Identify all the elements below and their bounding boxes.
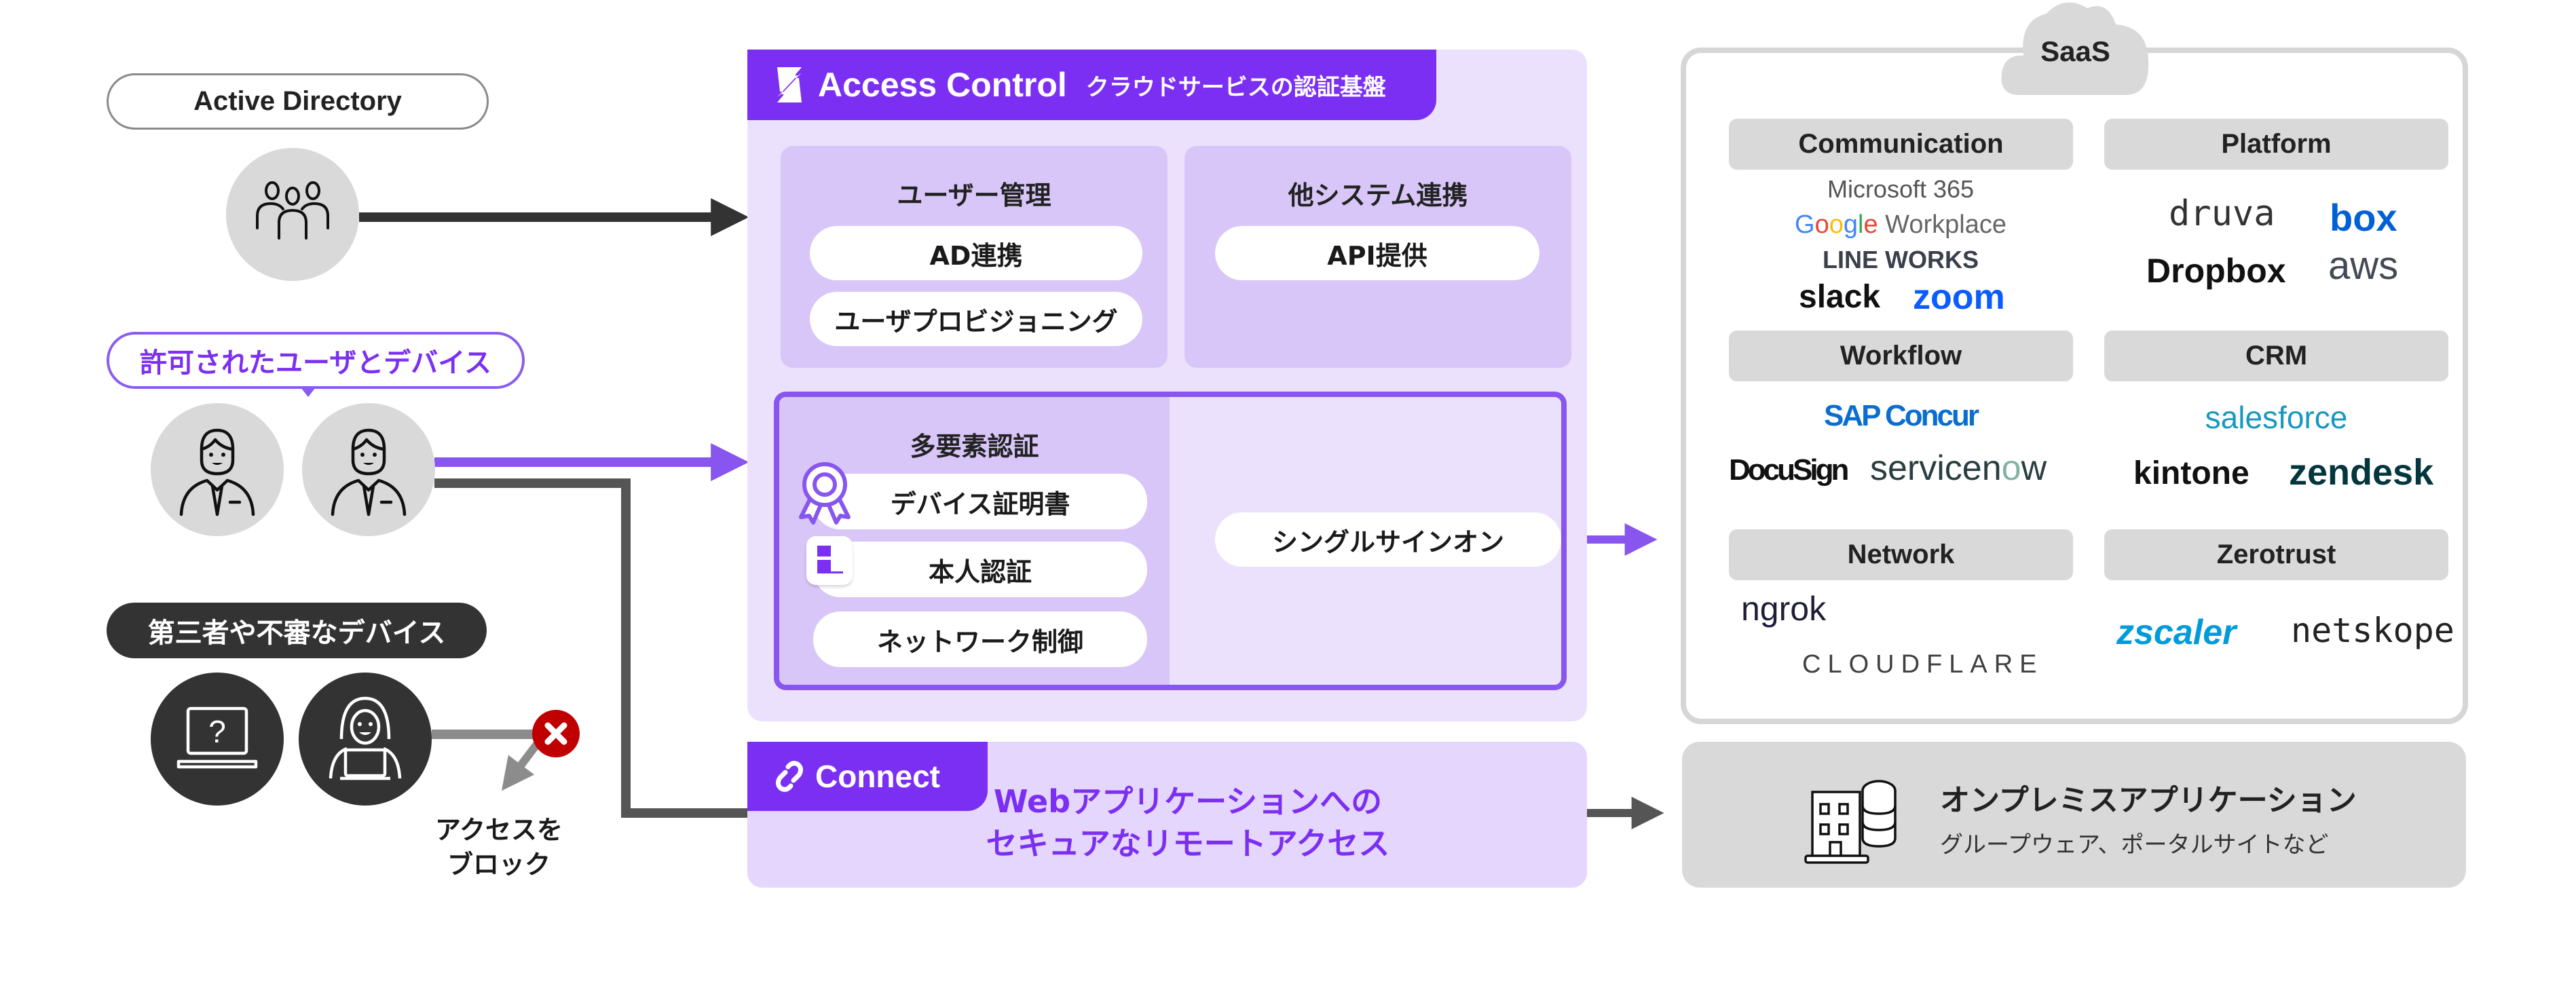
untrusted-devices-label: 第三者や不審なデバイス: [107, 603, 487, 658]
category-label: Platform: [2221, 129, 2332, 159]
logo-box: box: [2330, 196, 2397, 239]
category-platform: Platform: [2104, 119, 2448, 170]
access-control-header: Access Control クラウドサービスの認証基盤: [747, 50, 1436, 120]
mfa-title: 多要素認証: [910, 432, 1039, 461]
logo-zoom: zoom: [1913, 278, 2005, 317]
logo-dropbox: Dropbox: [2146, 252, 2286, 290]
active-directory-text: Active Directory: [193, 86, 402, 116]
category-label: CRM: [2245, 341, 2308, 371]
identity-auth-chip: 本人認証: [813, 542, 1147, 597]
logo-docusign: DocuSign: [1729, 453, 1849, 487]
allowed-users-label: 許可されたユーザとデバイス: [107, 332, 525, 389]
connect-title: Connect: [815, 759, 940, 794]
z-logo-icon: [777, 67, 802, 102]
logo-sap-concur: SAP Concur: [1824, 399, 1979, 432]
system-integration-title: 他システム連携: [1288, 181, 1468, 210]
chip-label: デバイス証明書: [890, 489, 1070, 519]
hacker-avatar: [299, 673, 432, 806]
user-management-card: ユーザー管理 AD連携 ユーザプロビジョニング: [781, 146, 1168, 368]
sso-chip: シングルサインオン: [1215, 512, 1561, 567]
building-database-icon: [1804, 780, 1897, 864]
link-icon: [775, 761, 804, 792]
untrusted-devices-text: 第三者や不審なデバイス: [147, 618, 446, 649]
cloud-icon: [2001, 2, 2149, 95]
connect-desc-line-1: Webアプリケーションへの: [993, 783, 1383, 820]
sso-label: シングルサインオン: [1271, 527, 1504, 557]
connect-desc-line-2: セキュアなリモートアクセス: [986, 825, 1390, 863]
workplace-wordmark: Workplace: [1885, 210, 2006, 239]
device-certificate-chip: デバイス証明書: [813, 474, 1147, 529]
chip-label: ネットワーク制御: [876, 626, 1083, 657]
chip-label: 本人認証: [928, 556, 1032, 587]
block-label-line-2: ブロック: [447, 850, 550, 880]
chip-label: ユーザプロビジョニング: [834, 306, 1118, 337]
category-label: Workflow: [1840, 341, 1962, 371]
system-integration-card: 他システム連携 API提供: [1184, 146, 1571, 368]
unknown-laptop-icon: ?: [176, 706, 258, 769]
svg-text:?: ?: [208, 714, 226, 749]
onprem-text: オンプレミスアプリケーション グループウェア、ポータルサイトなど: [1940, 776, 2357, 859]
logo-line-works: LINE WORKS: [1823, 246, 1979, 273]
user-provisioning-chip: ユーザプロビジョニング: [810, 292, 1142, 346]
identity-app-icon: [806, 536, 853, 585]
onprem-title: オンプレミスアプリケーション: [1940, 783, 2357, 818]
category-workflow: Workflow: [1729, 330, 2073, 381]
logo-slack: slack: [1799, 279, 1881, 315]
access-control-title: Access Control: [818, 66, 1067, 104]
allowed-users-text: 許可されたユーザとデバイス: [140, 347, 491, 379]
logo-google-workplace: Google Workplace: [1731, 210, 2070, 240]
category-crm: CRM: [2104, 330, 2448, 381]
servicenow-accent: o: [2001, 449, 2021, 488]
onprem-panel: オンプレミスアプリケーション グループウェア、ポータルサイトなど: [1682, 742, 2466, 888]
category-communication: Communication: [1729, 119, 2073, 170]
network-control-chip: ネットワーク制御: [813, 611, 1147, 667]
api-chip: API提供: [1215, 226, 1539, 280]
employee-icon: [179, 428, 255, 516]
connect-description: Webアプリケーションへの セキュアなリモートアクセス: [950, 780, 1425, 865]
allowed-user-avatar-2: [302, 403, 435, 536]
blocked-x-icon: [544, 722, 567, 745]
category-label: Zerotrust: [2216, 540, 2336, 569]
logo-servicenow: servicenow: [1870, 449, 2047, 488]
category-label: Network: [1847, 540, 1955, 569]
allowed-user-avatar-1: [151, 403, 284, 536]
logo-netskope: netskope: [2291, 611, 2454, 650]
hacker-icon: [329, 696, 402, 780]
ad-integration-chip: AD連携: [810, 226, 1142, 280]
category-label: Communication: [1798, 129, 2004, 159]
mfa-sso-frame: 多要素認証 デバイス証明書 本人認証 ネットワーク制御 シングルサインオン: [774, 392, 1567, 690]
category-network: Network: [1729, 529, 2073, 580]
certificate-badge-icon: [799, 462, 851, 525]
logo-ngrok: ngrok: [1741, 590, 1827, 628]
speech-pointer: [301, 388, 316, 397]
chip-label: AD連携: [929, 240, 1023, 271]
user-group-icon: [256, 181, 329, 240]
active-directory-label: Active Directory: [107, 73, 489, 130]
logo-zendesk: zendesk: [2289, 452, 2434, 493]
onprem-subtitle: グループウェア、ポータルサイトなど: [1940, 831, 2329, 858]
logo-aws: aws: [2328, 244, 2399, 288]
connect-path-line: [434, 478, 747, 818]
logo-salesforce: salesforce: [2205, 400, 2348, 435]
saas-title: SaaS: [2040, 35, 2110, 67]
category-zerotrust: Zerotrust: [2104, 529, 2448, 580]
active-directory-avatar: [226, 148, 359, 281]
mfa-panel: 多要素認証 デバイス証明書 本人認証 ネットワーク制御: [779, 397, 1170, 685]
block-access-label: アクセスを ブロック: [394, 813, 604, 883]
user-management-title: ユーザー管理: [897, 181, 1051, 210]
chip-label: API提供: [1327, 240, 1427, 271]
access-control-subtitle: クラウドサービスの認証基盤: [1085, 73, 1386, 101]
block-label-line-1: アクセスを: [434, 815, 563, 845]
logo-druva: druva: [2169, 193, 2275, 234]
google-wordmark: Google: [1795, 210, 1878, 239]
logo-cloudflare: CLOUDFLARE: [1802, 650, 2044, 679]
connect-header: Connect: [747, 742, 988, 811]
logo-kintone: kintone: [2133, 455, 2250, 491]
untrusted-device-avatar: ?: [151, 673, 284, 806]
logo-microsoft-365: Microsoft 365: [1827, 175, 1975, 203]
logo-zscaler: zscaler: [2116, 613, 2237, 652]
employee-icon: [331, 428, 407, 516]
block-indicator: [532, 710, 580, 757]
